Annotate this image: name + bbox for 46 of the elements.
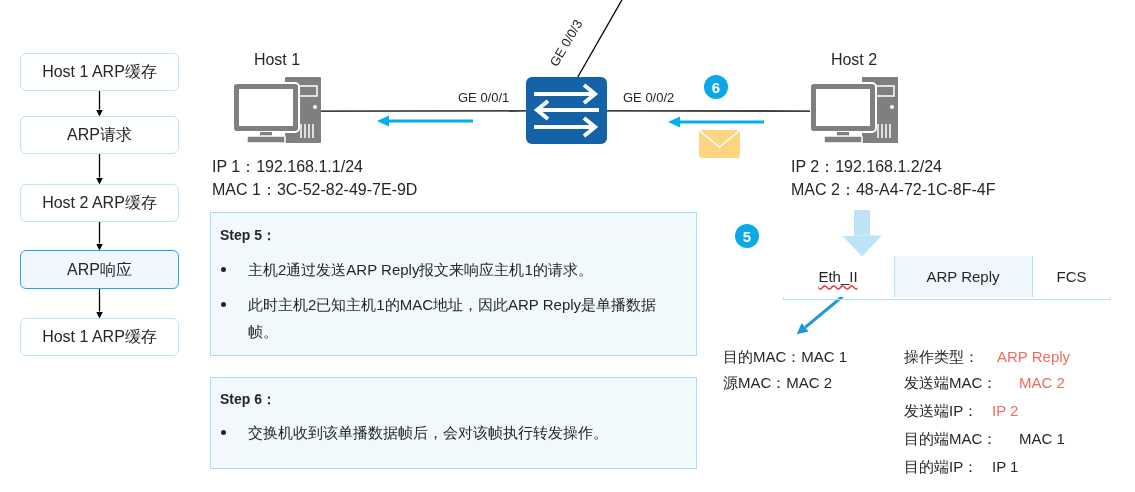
address-text: MAC 1：3C-52-82-49-7E-9D — [212, 182, 418, 198]
arrow — [96, 153, 103, 185]
bullet-text: 主机2通过发送ARP Reply报文来响应主机1的请求。 — [248, 260, 593, 280]
packet-frame — [783, 256, 1111, 300]
frame-field: ARP Reply — [893, 255, 1032, 297]
connector-line — [606, 110, 811, 112]
field-name: 发送端IP： — [904, 402, 979, 418]
callout-number: 6 — [704, 75, 728, 99]
step-heading: Step 5： — [220, 228, 276, 242]
field-text: 目的MAC：MAC 1 — [723, 348, 848, 364]
field-text: 源MAC：MAC 2 — [723, 374, 833, 390]
process-box: Host 1 ARP缓存 — [20, 53, 179, 91]
process-box: Host 2 ARP缓存 — [20, 184, 179, 222]
frame-field: FCS — [1031, 255, 1111, 297]
bullet-text: 此时主机2已知主机1的MAC地址，因此ARP Reply是单播数据帧。 — [248, 295, 658, 342]
step-panel — [210, 212, 697, 356]
step-heading: Step 6： — [220, 392, 276, 406]
switch-icon — [526, 77, 607, 144]
process-box: ARP响应 — [20, 250, 179, 289]
field-name: 操作类型： — [904, 348, 979, 364]
frame-field: Eth_II — [782, 255, 894, 297]
field-name: 发送端MAC： — [904, 374, 998, 390]
arrow — [96, 221, 103, 251]
address-text: IP 1：192.168.1.1/24 — [212, 159, 363, 175]
connector-line — [320, 110, 527, 112]
block-arrow — [842, 210, 883, 257]
address-text: IP 2：192.168.1.2/24 — [791, 159, 942, 175]
host-label: Host 1 — [253, 52, 301, 68]
field-value: IP 2 — [992, 402, 1019, 418]
field-name: 目的端MAC： — [904, 430, 998, 446]
process-box: Host 1 ARP缓存 — [20, 318, 179, 356]
field-value: MAC 2 — [1019, 374, 1065, 390]
field-name: 目的端IP： — [904, 458, 979, 474]
bullet-text: 交换机收到该单播数据帧后，会对该帧执行转发操作。 — [248, 423, 608, 443]
process-box: ARP请求 — [20, 116, 179, 154]
arrow — [96, 90, 103, 117]
connector-line — [577, 0, 624, 78]
arrow — [96, 288, 103, 319]
step-panel — [210, 377, 697, 469]
callout-number: 5 — [735, 224, 759, 248]
field-value: IP 1 — [992, 458, 1019, 474]
field-value: MAC 1 — [1019, 430, 1065, 446]
address-text: MAC 2：48-A4-72-1C-8F-4F — [791, 182, 996, 198]
arrow — [796, 295, 844, 335]
host-label: Host 2 — [830, 52, 878, 68]
field-value: ARP Reply — [997, 348, 1071, 364]
